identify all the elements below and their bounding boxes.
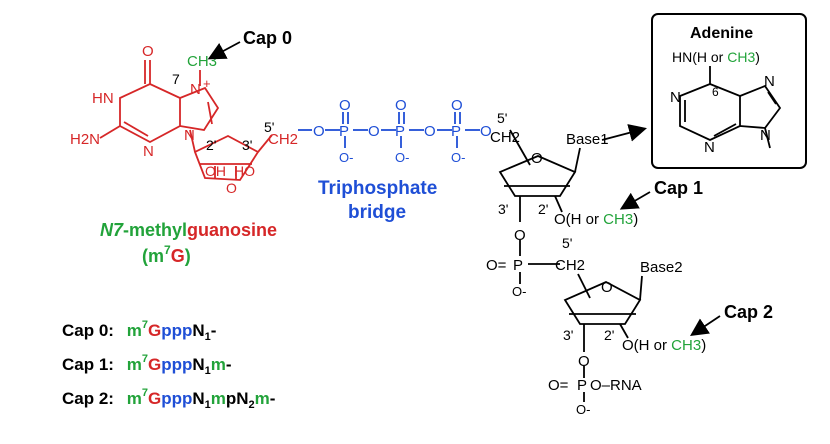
anion-oxygen-2: O- <box>395 150 409 165</box>
p3-bridge-oxygen: O <box>578 353 590 370</box>
phosphorus-alpha: P <box>339 123 349 140</box>
cap-1-annotation: Cap 1 <box>619 178 703 210</box>
bridge-title: bridge <box>348 202 406 223</box>
triphosphate-structure: O P O P O P O O O O O- O- O- <box>298 97 492 165</box>
n2-2-oxygen-group: O(H or CH3) <box>622 337 706 354</box>
bridge-oxygen-1: O <box>313 123 325 140</box>
adenine-amino-group: HN(H or CH3) <box>672 49 760 65</box>
carbonyl-oxygen: O <box>142 43 154 60</box>
cap-0-annotation: Cap 0 <box>207 28 292 60</box>
anion-oxygen-1: O- <box>339 150 353 165</box>
name-guanosine: guanosine <box>187 220 277 240</box>
cap-2-label: Cap 2 <box>724 302 773 322</box>
n2-ring-oxygen: O <box>601 279 613 296</box>
adenine-n1: N <box>670 89 681 106</box>
adenine-n7: N <box>764 73 775 90</box>
p3-phosphorus: P <box>577 377 587 394</box>
cap-2-notation: Cap 2: m7GpppN1mpN2m- <box>62 387 275 411</box>
n1-ch2: CH2 <box>490 129 520 146</box>
anion-oxygen-3: O- <box>451 150 465 165</box>
n7-atom-label: N <box>190 81 201 98</box>
n7-methyl-label: CH3 <box>187 53 217 70</box>
n2-c3-prime: 3' <box>563 327 573 343</box>
triphosphate-title: Triphosphate <box>318 178 437 199</box>
amino-label: H2N <box>70 131 100 148</box>
oxo-oxygen-1: O <box>339 97 351 114</box>
phosphorus-beta: P <box>395 123 405 140</box>
name-n7: N7 <box>100 220 124 240</box>
p2-anion: O- <box>512 284 526 299</box>
cap-1-label: Cap 1 <box>654 178 703 198</box>
bridge-oxygen-4: O <box>480 123 492 140</box>
c3-prime: 3' <box>242 137 252 153</box>
n1-ring-oxygen: O <box>531 150 543 167</box>
n1-c2-prime: 2' <box>538 201 548 217</box>
p3-anion: O- <box>576 402 590 417</box>
n2-c2-prime: 2' <box>604 327 614 343</box>
adenine-box: Adenine HN(H or CH3) 6 N N N N <box>651 13 807 169</box>
n7-charge: + <box>203 76 211 91</box>
n1-base-label: Base1 <box>566 131 609 148</box>
p3-oxo: O= <box>548 377 569 394</box>
hydroxyl-3: HO <box>234 163 255 179</box>
oxo-oxygen-2: O <box>395 97 407 114</box>
n1-hn-label: HN <box>92 90 114 107</box>
n7-position-number: 7 <box>172 71 180 87</box>
oxo-oxygen-3: O <box>451 97 463 114</box>
bridge-oxygen-3: O <box>424 123 436 140</box>
guanosine-structure: CH3 7 N + O HN H2N N N 5' 2' 3' CH2 OH H… <box>70 43 298 196</box>
nucleotide-2-structure: 5' CH2 O Base2 3' 2' O(H or CH3) <box>555 235 706 354</box>
guanosine-ch2: CH2 <box>268 131 298 148</box>
phosphate-3-structure: O O= P O–RNA O- <box>548 353 642 417</box>
n2-base-label: Base2 <box>640 259 683 276</box>
n3-label: N <box>143 143 154 160</box>
c2-prime: 2' <box>206 137 216 153</box>
guanosine-abbreviation: (m7G) <box>142 243 191 266</box>
p3-rna-tail: O–RNA <box>590 377 642 394</box>
phosphorus-gamma: P <box>451 123 461 140</box>
n1-c3-prime: 3' <box>498 201 508 217</box>
n1-2-oxygen-group: O(H or CH3) <box>554 211 638 228</box>
ribose-oxygen: O <box>226 180 237 196</box>
p2-phosphorus: P <box>513 257 523 274</box>
cap-0-notation: Cap 0: m7GpppN1- <box>62 319 216 343</box>
cap-2-annotation: Cap 2 <box>690 302 773 336</box>
n2-c5-prime: 5' <box>562 235 572 251</box>
n9-label: N <box>184 127 195 144</box>
bridge-oxygen-2: O <box>368 123 380 140</box>
adenine-n9: N <box>760 127 771 144</box>
hydroxyl-2: OH <box>205 163 226 179</box>
name-methyl: -methyl <box>123 220 187 240</box>
cap-0-label: Cap 0 <box>243 28 292 48</box>
n1-c5-prime: 5' <box>497 110 507 126</box>
cap-1-notation: Cap 1: m7GpppN1m- <box>62 353 232 377</box>
c5-prime: 5' <box>264 119 274 135</box>
n2-ch2: CH2 <box>555 257 585 274</box>
adenine-n6-number: 6 <box>712 85 719 99</box>
guanosine-name: N7-methylguanosine <box>100 220 277 240</box>
nucleotide-1-structure: 5' CH2 O Base1 3' 2' O(H or CH3) <box>490 110 647 228</box>
p2-oxo: O= <box>486 257 507 274</box>
p2-bridge-oxygen: O <box>514 227 526 244</box>
phosphate-2-structure: O O= P O- <box>486 227 560 299</box>
adenine-title: Adenine <box>690 25 753 42</box>
adenine-n3: N <box>704 139 715 156</box>
cap-notation-list: Cap 0: m7GpppN1- Cap 1: m7GpppN1m- Cap 2… <box>62 319 275 411</box>
